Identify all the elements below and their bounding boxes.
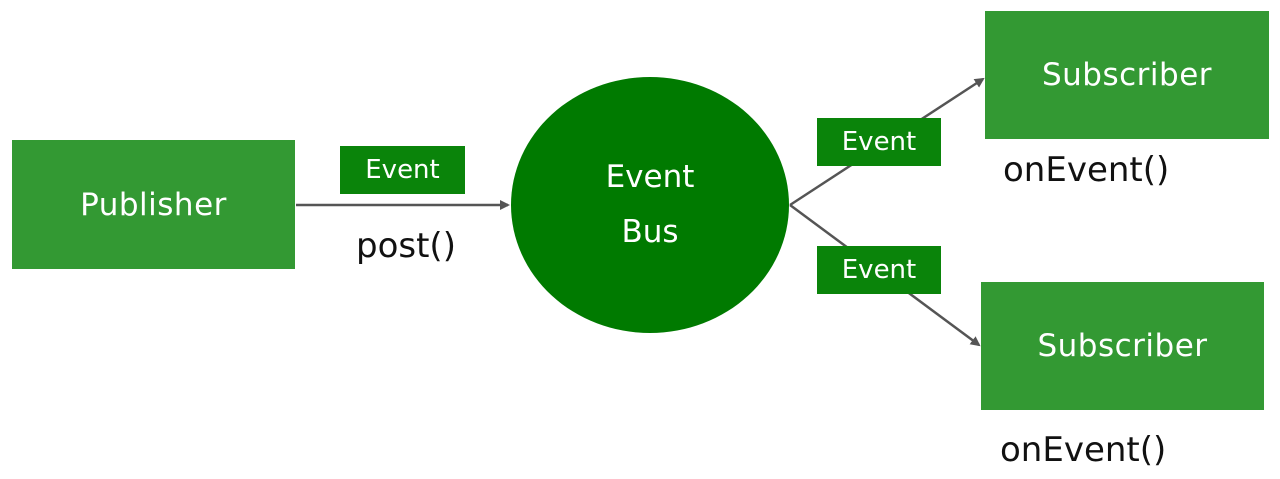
subscriber-box-1: Subscriber bbox=[985, 11, 1269, 139]
event-bus-label-line1: Event bbox=[605, 159, 695, 195]
publisher-label: Publisher bbox=[80, 186, 227, 223]
subscriber-box-2: Subscriber bbox=[981, 282, 1264, 410]
event-tag-label: Event bbox=[365, 155, 440, 185]
event-tag-label: Event bbox=[841, 127, 917, 157]
event-tag-publisher: Event bbox=[340, 146, 465, 194]
subscriber-1-method: onEvent() bbox=[1003, 150, 1170, 190]
publisher-method: post() bbox=[356, 226, 456, 266]
event-tag-label: Event bbox=[841, 255, 917, 285]
subscriber-label: Subscriber bbox=[1037, 328, 1208, 364]
event-tag-subscriber-1: Event bbox=[817, 118, 941, 166]
publisher-box: Publisher bbox=[12, 140, 295, 269]
event-tag-subscriber-2: Event bbox=[817, 246, 941, 294]
subscriber-label: Subscriber bbox=[1041, 57, 1213, 93]
event-bus-circle: Event Bus bbox=[511, 77, 789, 333]
event-bus-label-line2: Bus bbox=[621, 214, 679, 250]
subscriber-2-method: onEvent() bbox=[1000, 430, 1167, 470]
